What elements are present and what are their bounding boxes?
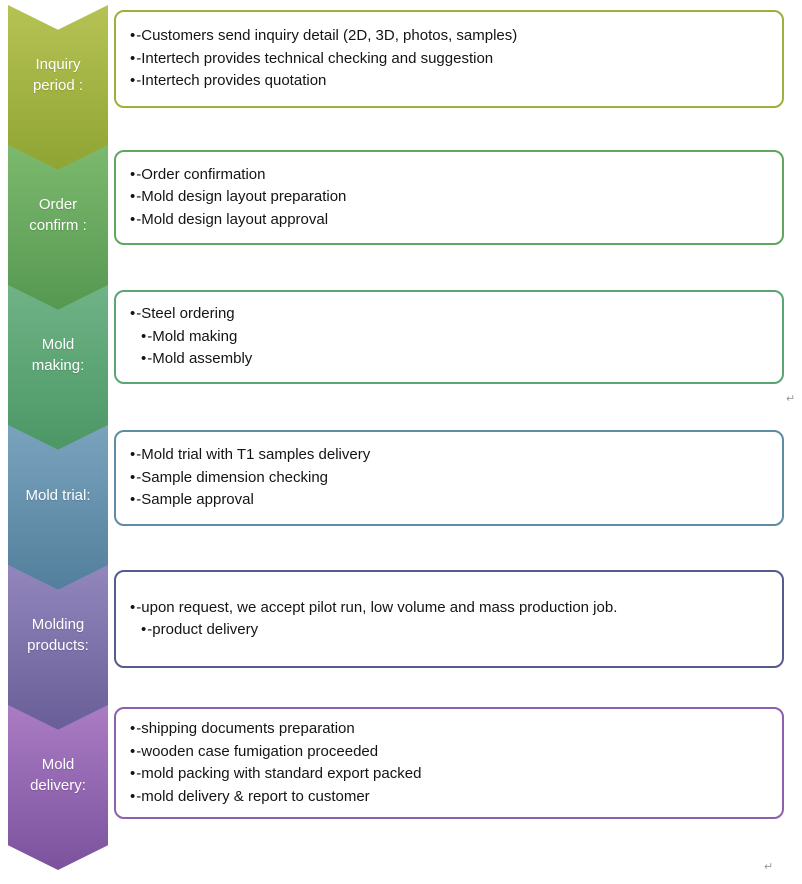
bullet-item: • -Mold trial with T1 samples delivery <box>130 444 768 467</box>
process-arrow-mold-making: Mold making: <box>8 285 108 450</box>
detail-box-mold-making: • -Steel ordering • -Mold making • -Mold… <box>114 290 784 384</box>
bullet-icon: • <box>130 765 136 782</box>
process-step-label: Order confirm : <box>29 196 87 234</box>
bullet-text: -Steel ordering <box>136 305 235 323</box>
bullet-text: -mold packing with standard export packe… <box>136 765 422 782</box>
bullet-item: • -Steel ordering <box>130 303 768 326</box>
bullet-icon: • <box>130 742 136 760</box>
bullet-icon: • <box>141 350 147 368</box>
bullet-item: • -Customers send inquiry detail (2D, 3D… <box>130 25 768 48</box>
bullet-text: -Mold assembly <box>147 350 253 368</box>
bullet-icon: • <box>130 72 136 90</box>
bullet-icon: • <box>130 446 136 464</box>
bullet-text: -Mold trial with T1 samples delivery <box>136 446 371 464</box>
bullet-text: -Intertech provides technical checking a… <box>136 49 494 67</box>
bullet-icon: • <box>130 27 136 45</box>
bullet-item: • -Mold assembly <box>141 348 768 371</box>
bullet-text: -upon request, we accept pilot run, low … <box>136 598 618 616</box>
bullet-item: • -Order confirmation <box>130 164 768 187</box>
process-step-label: Mold trial: <box>25 486 91 504</box>
detail-box-mold-trial: • -Mold trial with T1 samples delivery •… <box>114 430 784 526</box>
bullet-icon: • <box>141 621 147 638</box>
process-arrow-mold-delivery: Mold delivery: <box>8 705 108 870</box>
bullet-item: • -upon request, we accept pilot run, lo… <box>130 597 768 620</box>
bullet-icon: • <box>130 720 136 737</box>
bullet-item: • -mold delivery & report to customer <box>130 786 768 809</box>
bullet-text: -wooden case fumigation proceeded <box>136 742 379 760</box>
bullet-item: • -Intertech provides technical checking… <box>130 48 768 71</box>
bullet-text: -Mold making <box>147 327 238 345</box>
bullet-text: -Order confirmation <box>136 165 266 183</box>
bullet-icon: • <box>141 327 147 345</box>
detail-box-order-confirm: • -Order confirmation • -Mold design lay… <box>114 150 784 245</box>
return-mark-icon: ↵ <box>786 393 796 405</box>
bullet-item: • -mold packing with standard export pac… <box>130 763 768 786</box>
bullet-text: -Sample dimension checking <box>136 468 329 486</box>
process-step-label: Mold delivery: <box>30 756 86 794</box>
return-mark-icon: ↵ <box>764 861 774 873</box>
bullet-icon: • <box>130 787 136 805</box>
bullet-text: -mold delivery & report to customer <box>136 787 370 805</box>
bullet-icon: • <box>130 210 136 228</box>
bullet-item: • -Intertech provides quotation <box>130 70 768 93</box>
bullet-text: -product delivery <box>147 621 259 638</box>
process-arrow-order-confirm: Order confirm : <box>8 145 108 310</box>
process-arrow-inquiry-period: Inquiry period : <box>8 5 108 170</box>
bullet-icon: • <box>130 491 136 509</box>
process-step-label: Mold making: <box>31 336 85 374</box>
bullet-text: -Mold design layout approval <box>136 210 329 228</box>
process-arrow-molding-products: Molding products: <box>8 565 108 730</box>
bullet-text: -Sample approval <box>136 491 254 509</box>
bullet-item: • -product delivery <box>141 619 768 642</box>
bullet-icon: • <box>130 468 136 486</box>
bullet-item: • -Sample dimension checking <box>130 467 768 490</box>
process-step-label: Inquiry period : <box>32 56 84 94</box>
bullet-item: • -Mold making <box>141 326 768 349</box>
bullet-item: • -Sample approval <box>130 489 768 512</box>
bullet-text: -Mold design layout preparation <box>136 188 347 206</box>
detail-box-molding-products: • -upon request, we accept pilot run, lo… <box>114 570 784 668</box>
bullet-item: • -wooden case fumigation proceeded <box>130 741 768 764</box>
bullet-icon: • <box>130 188 136 206</box>
bullet-text: -shipping documents preparation <box>136 720 355 737</box>
bullet-item: • -Mold design layout approval <box>130 209 768 232</box>
process-step-label: Molding products: <box>27 616 89 654</box>
detail-box-mold-delivery: • -shipping documents preparation • -woo… <box>114 707 784 819</box>
bullet-icon: • <box>130 165 136 183</box>
bullet-text: -Customers send inquiry detail (2D, 3D, … <box>136 27 518 45</box>
detail-box-inquiry-period: • -Customers send inquiry detail (2D, 3D… <box>114 10 784 108</box>
process-arrow-mold-trial: Mold trial: <box>8 425 108 590</box>
bullet-item: • -shipping documents preparation <box>130 718 768 741</box>
bullet-icon: • <box>130 305 136 323</box>
bullet-icon: • <box>130 598 136 616</box>
bullet-item: • -Mold design layout preparation <box>130 186 768 209</box>
bullet-icon: • <box>130 49 136 67</box>
bullet-text: -Intertech provides quotation <box>136 72 327 90</box>
